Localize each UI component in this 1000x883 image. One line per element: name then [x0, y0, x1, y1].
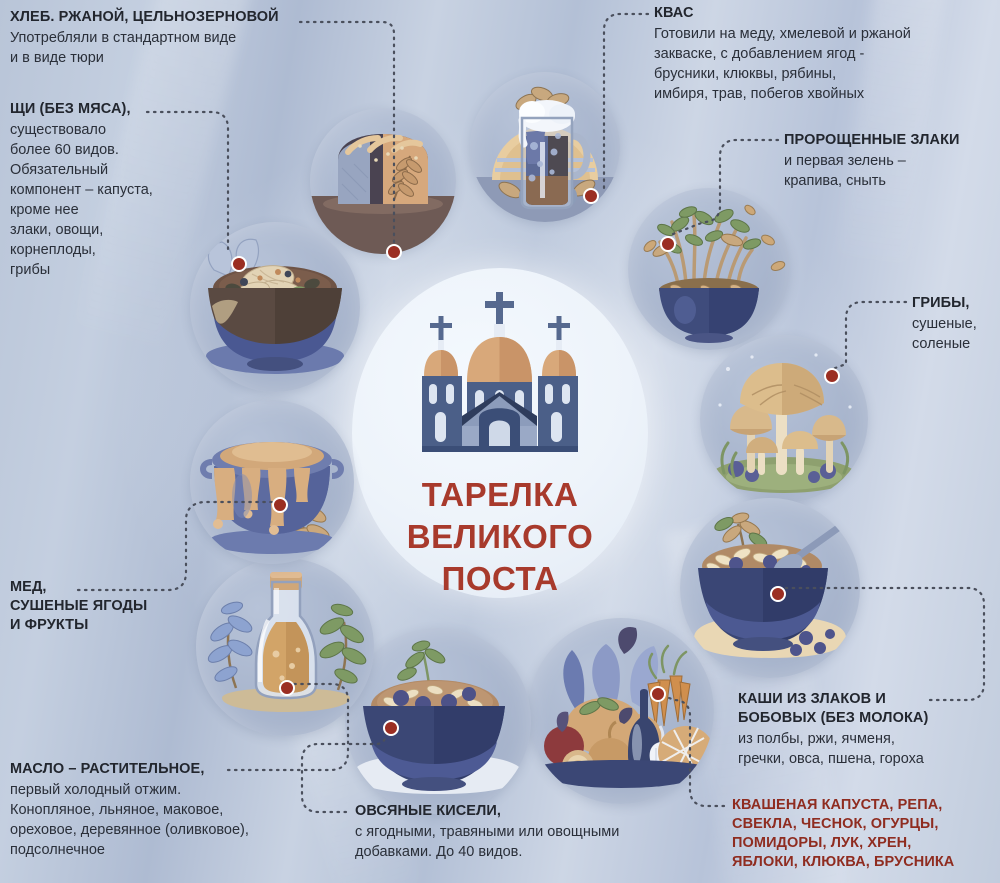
callout-mushrooms: ГРИБЫ, сушеные, соленые: [912, 294, 1000, 354]
callout-heading-shchi: ЩИ (БЕЗ МЯСА),: [10, 101, 131, 117]
food-circle-oil: [196, 558, 374, 736]
callout-heading-kvass: КВАС: [654, 5, 694, 21]
center-medallion: ТАРЕЛКА ВЕЛИКОГО ПОСТА: [352, 268, 648, 598]
callout-heading-pickles: КВАШЕНАЯ КАПУСТА, РЕПА, СВЕКЛА, ЧЕСНОК, …: [732, 797, 955, 871]
callout-heading-bread: ХЛЕБ. РЖАНОЙ, ЦЕЛЬНОЗЕРНОВОЙ: [10, 9, 279, 25]
food-circle-honey: [190, 400, 354, 564]
callout-heading-porridge: КАШИ ИЗ ЗЛАКОВ И БОБОВЫХ (БЕЗ МОЛОКА): [738, 691, 929, 727]
marker-porridge: [770, 586, 786, 602]
callout-honey: МЕД, СУШЕНЫЕ ЯГОДЫ И ФРУКТЫ: [10, 578, 200, 635]
marker-shchi: [231, 256, 247, 272]
marker-oil: [279, 680, 295, 696]
callout-body-oil: первый холодный отжим. Конопляное, льнян…: [10, 782, 249, 859]
callout-heading-oil: МАСЛО – РАСТИТЕЛЬНОЕ,: [10, 761, 205, 777]
callout-body-porridge: из полбы, ржи, ячменя, гречки, овса, пше…: [738, 731, 924, 768]
food-circle-sprouts: [628, 188, 790, 350]
marker-sprouts: [660, 236, 676, 252]
orthodox-church-icon: [405, 288, 595, 468]
title-line-2: ВЕЛИКОГО: [406, 518, 594, 556]
marker-vegetables: [650, 686, 666, 702]
food-circle-vegetables: [528, 618, 714, 804]
callout-body-kvass: Готовили на меду, хмелевой и ржаной закв…: [654, 26, 911, 103]
title-line-3: ПОСТА: [441, 560, 559, 598]
callout-body-shchi: существовало более 60 видов. Обязательны…: [10, 122, 153, 279]
food-circle-kvass: [470, 72, 620, 222]
page-title: ТАРЕЛКА ВЕЛИКОГО ПОСТА: [407, 474, 593, 601]
food-circle-porridge: [680, 498, 860, 678]
food-circle-shchi: [190, 222, 360, 392]
title-line-1: ТАРЕЛКА: [421, 476, 579, 513]
callout-kvass: КВАС Готовили на меду, хмелевой и ржаной…: [654, 4, 1000, 104]
callout-heading-kissel: ОВСЯНЫЕ КИСЕЛИ,: [355, 803, 501, 819]
callout-porridge: КАШИ ИЗ ЗЛАКОВ И БОБОВЫХ (БЕЗ МОЛОКА) из…: [738, 690, 1000, 769]
callout-pickles: КВАШЕНАЯ КАПУСТА, РЕПА, СВЕКЛА, ЧЕСНОК, …: [732, 796, 1000, 873]
food-circle-bread: [310, 108, 456, 254]
callout-shchi: ЩИ (БЕЗ МЯСА), существовало более 60 вид…: [10, 100, 210, 280]
callout-bread: ХЛЕБ. РЖАНОЙ, ЦЕЛЬНОЗЕРНОВОЙ Употребляли…: [10, 8, 310, 68]
callout-sprouts: ПРОРОЩЕННЫЕ ЗЛАКИ и первая зелень – крап…: [784, 131, 1000, 191]
callout-heading-honey: МЕД, СУШЕНЫЕ ЯГОДЫ И ФРУКТЫ: [10, 579, 148, 634]
callout-heading-sprouts: ПРОРОЩЕННЫЕ ЗЛАКИ: [784, 132, 960, 148]
marker-honey: [272, 497, 288, 513]
callout-body-mushrooms: сушеные, соленые: [912, 316, 977, 353]
callout-body-bread: Употребляли в стандартном виде и в виде …: [10, 30, 237, 67]
food-circle-mushrooms: [700, 335, 868, 503]
marker-kvass: [583, 188, 599, 204]
callout-body-kissel: с ягодными, травяными или овощными добав…: [355, 824, 620, 861]
callout-kissel: ОВСЯНЫЕ КИСЕЛИ, с ягодными, травяными ил…: [355, 802, 705, 862]
callout-oil: МАСЛО – РАСТИТЕЛЬНОЕ, первый холодный от…: [10, 760, 340, 860]
callout-heading-mushrooms: ГРИБЫ,: [912, 295, 970, 311]
callout-body-sprouts: и первая зелень – крапива, сныть: [784, 153, 906, 190]
marker-mushrooms: [824, 368, 840, 384]
marker-bread: [386, 244, 402, 260]
marker-kissel: [383, 720, 399, 736]
